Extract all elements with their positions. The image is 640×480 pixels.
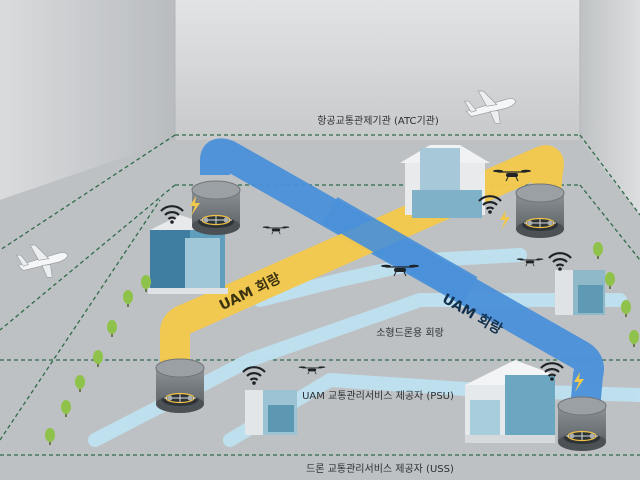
small-drone-corridor-label: 소형드론용 회랑 [376,327,444,339]
vertiport-icon [557,396,607,452]
atc-label: 항공교통관제기관 (ATC기관) [317,115,439,127]
back-wall [175,0,580,140]
psu-label: UAM 교통관리서비스 제공자 (PSU) [302,390,454,402]
vertiport-icon [191,180,241,236]
building-icon [400,145,490,218]
vertiport-icon [515,183,565,239]
lightning-icon [500,210,510,230]
vertiport-icon [155,358,205,414]
building-icon [245,390,297,435]
building-icon [148,215,228,294]
building-icon [465,360,555,443]
left-wall [0,0,175,200]
building-icon [555,270,605,315]
lightning-icon [574,372,584,392]
uss-label: 드론 교통관리서비스 제공자 (USS) [306,463,454,475]
lightning-icon [190,196,200,216]
right-wall [580,0,640,215]
